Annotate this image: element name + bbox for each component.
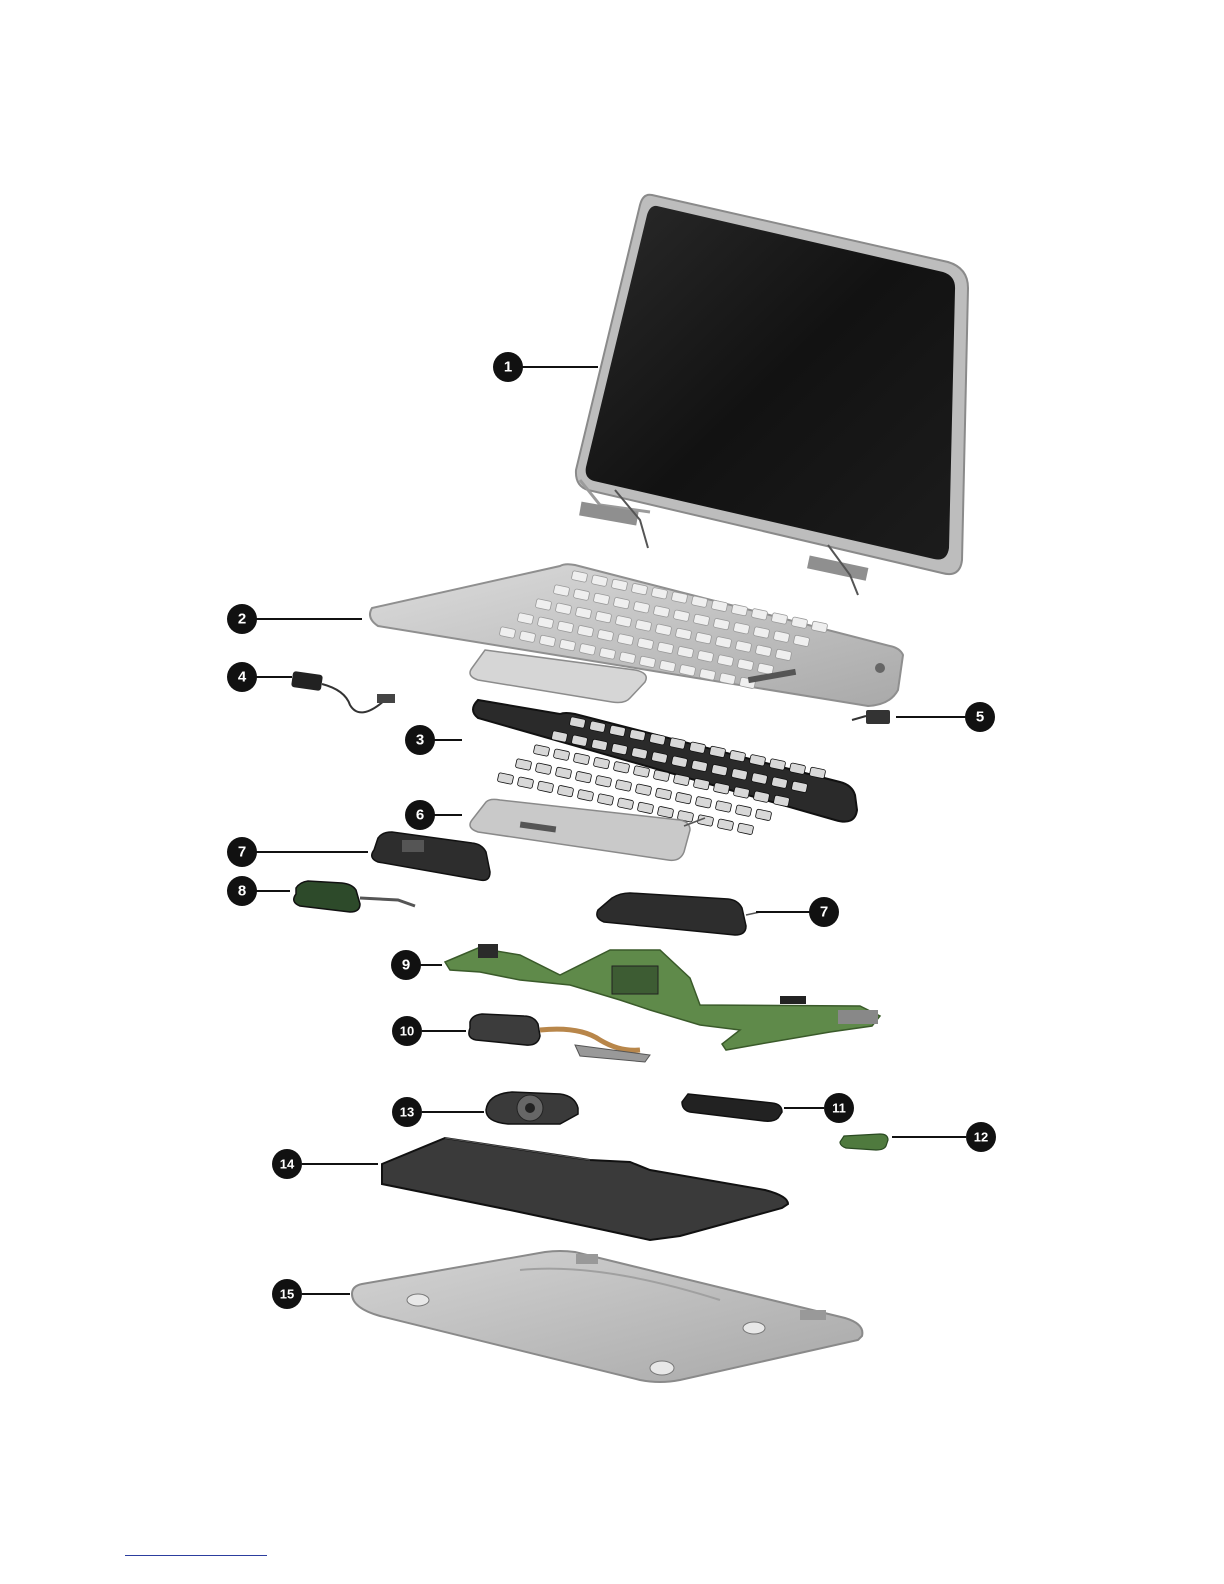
component-12 <box>840 1134 888 1150</box>
svg-text:7: 7 <box>820 904 828 921</box>
key <box>635 784 652 796</box>
key <box>637 802 654 814</box>
svg-text:10: 10 <box>400 1024 414 1039</box>
callout-11: 11 <box>784 1093 854 1123</box>
component-5 <box>852 710 890 724</box>
fan <box>486 1092 578 1124</box>
top-cover <box>370 564 903 706</box>
key <box>557 785 574 797</box>
key <box>617 798 634 810</box>
callout-4: 4 <box>227 662 292 692</box>
key <box>735 805 752 817</box>
callout-15: 15 <box>272 1279 350 1309</box>
svg-text:1: 1 <box>504 359 512 376</box>
svg-text:8: 8 <box>238 883 246 900</box>
callout-10: 10 <box>392 1016 466 1046</box>
bottom-cover <box>352 1251 862 1382</box>
key <box>537 781 554 793</box>
svg-text:12: 12 <box>974 1130 988 1145</box>
display-assembly <box>576 195 968 595</box>
speaker-left <box>372 832 490 880</box>
key <box>593 757 610 769</box>
key <box>553 749 570 761</box>
key <box>573 753 590 765</box>
key <box>517 777 534 789</box>
callout-2: 2 <box>227 604 362 634</box>
callout-1: 1 <box>493 352 598 382</box>
key <box>575 771 592 783</box>
key <box>755 809 772 821</box>
key <box>497 773 514 785</box>
svg-text:5: 5 <box>976 709 984 726</box>
heat-sink <box>469 1014 650 1062</box>
callout-6: 6 <box>405 800 462 830</box>
key <box>555 767 572 779</box>
svg-text:13: 13 <box>400 1105 414 1120</box>
key <box>577 789 594 801</box>
callout-9: 9 <box>391 950 442 980</box>
key <box>613 761 630 773</box>
callout-7-right: 7 <box>756 897 839 927</box>
key <box>737 823 754 835</box>
svg-text:9: 9 <box>402 957 410 974</box>
callout-3: 3 <box>405 725 462 755</box>
speaker-right <box>597 893 760 935</box>
key <box>515 759 532 771</box>
key <box>533 745 550 757</box>
svg-text:6: 6 <box>416 807 424 824</box>
footer-link-rule <box>125 1555 267 1556</box>
svg-text:11: 11 <box>832 1101 846 1116</box>
key <box>715 801 732 813</box>
key <box>535 763 552 775</box>
svg-text:14: 14 <box>280 1157 295 1172</box>
component-11 <box>682 1094 782 1121</box>
battery <box>382 1138 788 1240</box>
callout-14: 14 <box>272 1149 378 1179</box>
callout-12: 12 <box>892 1122 996 1152</box>
svg-text:2: 2 <box>238 611 246 628</box>
key <box>615 780 632 792</box>
key <box>597 794 614 806</box>
key <box>655 788 672 800</box>
key <box>717 819 734 831</box>
component-8 <box>294 881 415 912</box>
svg-text:3: 3 <box>416 732 424 749</box>
key <box>695 796 712 808</box>
callout-13: 13 <box>392 1097 484 1127</box>
key <box>595 775 612 787</box>
svg-text:15: 15 <box>280 1287 294 1302</box>
component-4 <box>291 671 395 712</box>
svg-text:4: 4 <box>238 669 247 686</box>
callout-5: 5 <box>896 702 995 732</box>
callout-7-left: 7 <box>227 837 368 867</box>
key <box>675 792 692 804</box>
callout-8: 8 <box>227 876 290 906</box>
svg-text:7: 7 <box>238 844 246 861</box>
key <box>657 806 674 818</box>
